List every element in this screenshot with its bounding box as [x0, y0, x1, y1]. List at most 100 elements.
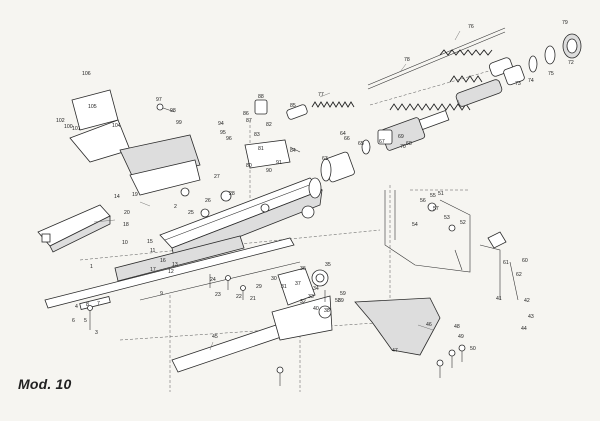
part-number-102: 102 [56, 118, 65, 124]
part-number-49: 49 [458, 334, 464, 340]
part-number-64: 64 [340, 131, 346, 137]
part-number-72: 72 [568, 60, 574, 66]
slide-parts [37, 89, 291, 253]
part-number-57: 57 [433, 206, 439, 212]
part-number-3: 3 [95, 330, 98, 336]
part-number-43: 43 [528, 314, 534, 320]
part-number-40: 40 [313, 306, 319, 312]
cylinder-assembly [320, 110, 450, 183]
part-number-104: 104 [112, 123, 121, 129]
part-number-68: 68 [406, 141, 412, 147]
part-number-101: 101 [72, 126, 81, 132]
part-number-6: 6 [72, 318, 75, 324]
part-number-78: 78 [404, 57, 410, 63]
part-number-58: 58 [335, 298, 341, 304]
part-number-60: 60 [522, 258, 528, 264]
part-number-34: 34 [313, 286, 319, 292]
trigger-guard-grip [171, 267, 441, 373]
part-number-74: 74 [528, 78, 534, 84]
part-number-7: 7 [97, 301, 100, 307]
part-number-94: 94 [218, 121, 224, 127]
part-number-95: 95 [220, 130, 226, 136]
part-number-52: 52 [460, 220, 466, 226]
part-number-11: 11 [150, 248, 155, 254]
part-number-24: 24 [210, 277, 216, 283]
part-number-59: 59 [340, 291, 346, 297]
part-number-80: 80 [246, 163, 252, 169]
part-number-35: 35 [325, 262, 331, 268]
part-number-86: 86 [243, 111, 249, 117]
part-number-82: 82 [266, 122, 272, 128]
part-number-87: 87 [246, 118, 252, 124]
right-frame [384, 190, 519, 301]
part-number-19: 19 [132, 192, 138, 198]
part-number-98: 98 [170, 108, 176, 114]
part-number-97: 97 [156, 97, 162, 103]
part-number-56: 56 [420, 198, 426, 204]
part-number-61: 61 [503, 260, 509, 266]
part-number-96: 96 [226, 136, 232, 142]
part-number-16: 16 [160, 258, 166, 264]
part-number-27: 27 [214, 174, 220, 180]
part-number-66: 66 [344, 136, 350, 142]
part-number-47: 47 [392, 348, 398, 354]
part-number-37: 37 [295, 281, 301, 287]
lower-rail [44, 235, 301, 311]
part-number-5: 5 [84, 318, 87, 324]
part-number-23: 23 [215, 292, 221, 298]
part-number-69: 69 [398, 134, 404, 140]
part-number-55: 55 [430, 193, 436, 199]
part-number-13: 13 [172, 262, 178, 268]
part-number-75: 75 [548, 71, 554, 77]
part-number-77: 77 [318, 92, 324, 98]
part-number-81: 81 [258, 146, 264, 152]
part-number-18: 18 [123, 222, 129, 228]
part-number-12: 12 [168, 269, 174, 275]
part-number-31: 31 [281, 284, 287, 290]
screw-fasteners [87, 103, 466, 386]
part-number-1: 1 [90, 264, 93, 270]
part-number-99: 99 [176, 120, 182, 126]
part-number-25: 25 [188, 210, 194, 216]
part-number-36: 36 [300, 266, 306, 272]
part-number-79: 79 [562, 20, 568, 26]
part-number-28: 28 [229, 191, 235, 197]
part-number-26: 26 [205, 198, 211, 204]
part-number-10: 10 [122, 240, 128, 246]
part-number-29: 29 [256, 284, 262, 290]
part-number-67: 67 [379, 139, 385, 145]
part-number-15: 15 [147, 239, 153, 245]
part-number-44: 44 [521, 326, 527, 332]
part-number-90: 90 [266, 168, 272, 174]
part-number-85: 85 [290, 103, 296, 109]
part-number-33: 33 [308, 294, 314, 300]
part-number-76: 76 [468, 24, 474, 30]
part-number-91: 91 [276, 160, 282, 166]
part-number-83: 83 [254, 132, 260, 138]
part-number-21: 21 [250, 296, 256, 302]
part-number-106: 106 [82, 71, 91, 77]
part-number-73: 73 [515, 81, 521, 87]
part-number-9: 9 [160, 291, 163, 297]
part-number-22: 22 [236, 294, 242, 300]
part-number-32: 32 [300, 299, 306, 305]
part-number-84: 84 [290, 148, 296, 154]
part-number-42: 42 [524, 298, 530, 304]
part-number-30: 30 [271, 276, 277, 282]
part-number-63: 63 [322, 156, 328, 162]
part-number-2: 2 [174, 204, 177, 210]
part-number-48: 48 [454, 324, 460, 330]
part-number-46: 46 [426, 322, 432, 328]
part-number-41: 41 [496, 296, 502, 302]
part-number-70: 70 [400, 144, 406, 150]
part-number-38: 38 [324, 308, 330, 314]
part-number-4: 4 [75, 304, 78, 310]
part-number-100: 100 [64, 124, 73, 130]
part-number-53: 53 [444, 215, 450, 221]
part-number-62: 62 [516, 272, 522, 278]
leader-lines [93, 30, 463, 351]
model-label: Mod. 10 [18, 376, 72, 392]
